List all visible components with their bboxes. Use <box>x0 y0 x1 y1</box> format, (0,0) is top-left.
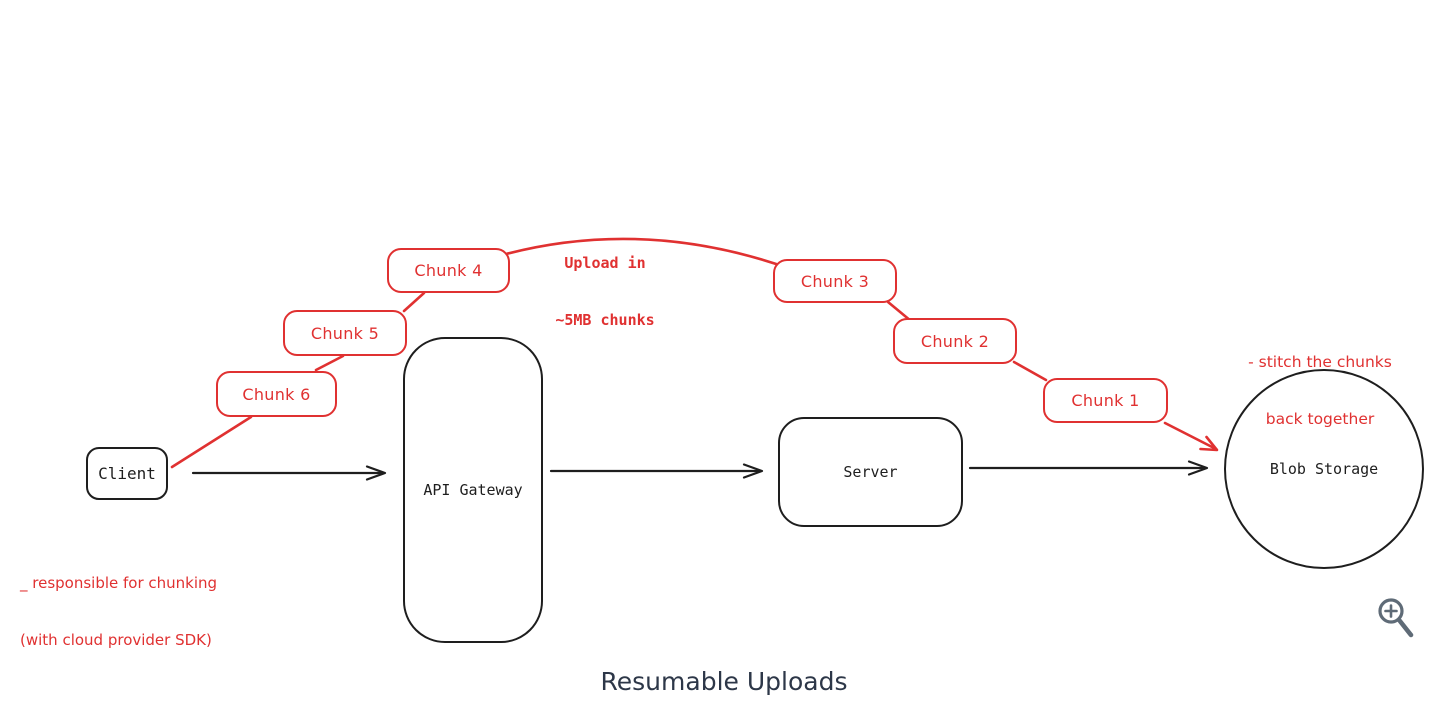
api-gateway-label: API Gateway <box>423 481 523 499</box>
zoom-in-button[interactable] <box>1372 592 1424 644</box>
chunking-annotation: _ responsible for chunking (with cloud p… <box>20 536 217 688</box>
blob-storage-label: Blob Storage <box>1269 460 1379 478</box>
upload-annotation: Upload in ~5MB chunks <box>538 216 672 368</box>
red-arrowhead-chunk1-blob <box>1199 435 1219 452</box>
zoom-in-icon <box>1378 598 1414 638</box>
chunk-4-box: Chunk 4 <box>387 248 510 293</box>
chunk-1-label: Chunk 1 <box>1071 391 1140 410</box>
chunk-2-box: Chunk 2 <box>893 318 1017 364</box>
chunking-annotation-line1: _ responsible for chunking <box>20 574 218 592</box>
blob-storage-node: Blob Storage <box>1224 369 1424 569</box>
chunk-3-label: Chunk 3 <box>800 271 870 291</box>
chunk-6-box: Chunk 6 <box>216 371 337 417</box>
chunk-2-label: Chunk 2 <box>920 331 990 351</box>
red-arrow-chunk1-blob <box>1163 421 1218 451</box>
api-gateway-node: API Gateway <box>403 337 543 643</box>
chunking-annotation-line2: (with cloud provider SDK) <box>20 631 212 649</box>
stitch-annotation-line1: - stitch the chunks <box>1248 353 1392 371</box>
chunk-5-label: Chunk 5 <box>310 323 380 343</box>
chunk-1-box: Chunk 1 <box>1043 378 1168 423</box>
upload-annotation-line1: Upload in <box>564 254 646 272</box>
server-label: Server <box>843 463 898 481</box>
arrowhead-gateway-to-server <box>742 463 764 479</box>
upload-annotation-line2: ~5MB chunks <box>555 311 655 329</box>
stitch-annotation-line2: back together <box>1265 410 1375 428</box>
arrowhead-server-to-blob <box>1187 460 1209 476</box>
red-link-chunk2-chunk1 <box>1012 360 1048 382</box>
chunk-3-box: Chunk 3 <box>773 259 897 303</box>
red-link-chunk5-chunk4 <box>402 291 426 313</box>
server-node: Server <box>778 417 963 527</box>
chunk-6-label: Chunk 6 <box>242 384 311 404</box>
red-link-chunk6-chunk5 <box>314 354 345 372</box>
client-label: Client <box>98 464 156 483</box>
arrowhead-client-to-gateway <box>365 465 387 481</box>
diagram-title: Resumable Uploads <box>600 667 848 696</box>
client-node: Client <box>86 447 168 500</box>
chunk-5-box: Chunk 5 <box>283 310 407 356</box>
chunk-4-label: Chunk 4 <box>414 261 483 280</box>
red-link-client-chunk6 <box>170 415 253 469</box>
stitch-annotation: - stitch the chunks back together <box>1218 315 1422 467</box>
